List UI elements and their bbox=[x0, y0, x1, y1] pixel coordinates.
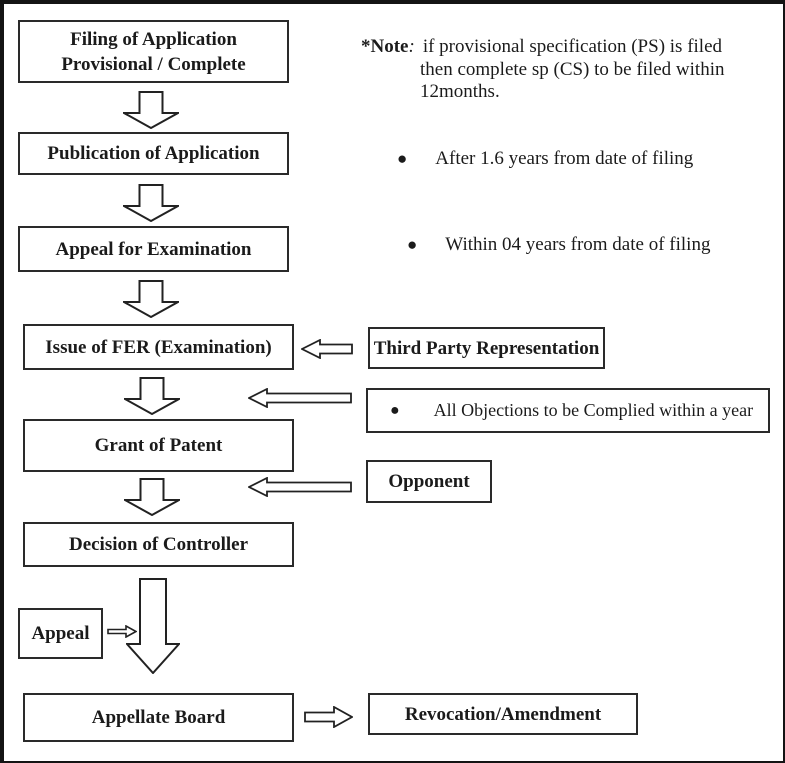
bullet-icon: ● bbox=[407, 235, 418, 254]
left-arrow-icon bbox=[248, 477, 352, 497]
large-down-arrow-icon bbox=[126, 578, 180, 674]
bullet-icon: ● bbox=[390, 402, 400, 419]
left-arrow-icon bbox=[301, 339, 353, 359]
bullet-annotation-publication-timing: ● After 1.6 years from date of filing bbox=[397, 148, 693, 170]
down-arrow-icon bbox=[124, 478, 180, 516]
bullet-icon: ● bbox=[397, 149, 408, 168]
flow-box-decision-of-controller: Decision of Controller bbox=[23, 522, 294, 567]
left-arrow-icon bbox=[248, 388, 352, 408]
flow-box-publication-of-application: Publication of Application bbox=[18, 132, 289, 175]
flow-box-appeal: Appeal bbox=[18, 608, 103, 659]
flow-box-label: Opponent bbox=[388, 471, 470, 492]
flow-box-issue-of-fer: Issue of FER (Examination) bbox=[23, 324, 294, 370]
flow-box-label: Third Party Representation bbox=[373, 337, 600, 359]
flow-box-label: Appeal bbox=[31, 623, 90, 644]
flow-box-label: Provisional / Complete bbox=[61, 53, 246, 75]
bullet-text: After 1.6 years from date of filing bbox=[435, 148, 694, 169]
bullet-text: Within 04 years from date of filing bbox=[445, 234, 711, 255]
down-arrow-icon bbox=[123, 280, 179, 318]
note-line-1: *Note: if provisional specification (PS) … bbox=[361, 36, 756, 59]
note-line-3: 12months. bbox=[420, 81, 500, 102]
flow-box-opponent: Opponent bbox=[366, 460, 492, 503]
note-text: if provisional specification (PS) is fil… bbox=[422, 36, 723, 57]
flow-box-grant-of-patent: Grant of Patent bbox=[23, 419, 294, 472]
right-arrow-icon bbox=[304, 706, 353, 728]
note-line-2: then complete sp (CS) to be filed within bbox=[420, 58, 725, 80]
flow-box-label: Publication of Application bbox=[47, 143, 260, 164]
flow-box-label: Decision of Controller bbox=[68, 534, 249, 555]
flow-box-appellate-board: Appellate Board bbox=[23, 693, 294, 742]
flow-box-label: Grant of Patent bbox=[94, 435, 223, 456]
note-annotation: *Note: if provisional specification (PS) … bbox=[361, 36, 756, 104]
down-arrow-icon bbox=[124, 377, 180, 415]
bullet-annotation-examination-timing: ● Within 04 years from date of filing bbox=[407, 234, 710, 256]
right-arrow-icon bbox=[107, 625, 137, 638]
flow-box-filing-of-application: Filing of Application Provisional / Comp… bbox=[18, 20, 289, 83]
flow-box-label: Revocation/Amendment bbox=[404, 703, 602, 725]
down-arrow-icon bbox=[123, 91, 179, 129]
flow-box-revocation-amendment: Revocation/Amendment bbox=[368, 693, 638, 735]
flow-box-label: Filing of Application bbox=[70, 28, 237, 50]
note-colon: : bbox=[408, 36, 415, 57]
flow-box-label: Issue of FER (Examination) bbox=[45, 336, 272, 358]
flow-box-all-objections: ● All Objections to be Complied within a… bbox=[366, 388, 770, 433]
flow-box-appeal-for-examination: Appeal for Examination bbox=[18, 226, 289, 272]
flow-box-label: Appeal for Examination bbox=[55, 238, 252, 260]
down-arrow-icon bbox=[123, 184, 179, 222]
flow-box-label: All Objections to be Complied within a y… bbox=[433, 400, 754, 420]
flow-box-label: Appellate Board bbox=[91, 707, 226, 728]
note-prefix: *Note bbox=[361, 36, 409, 57]
flow-box-third-party-representation: Third Party Representation bbox=[368, 327, 605, 369]
